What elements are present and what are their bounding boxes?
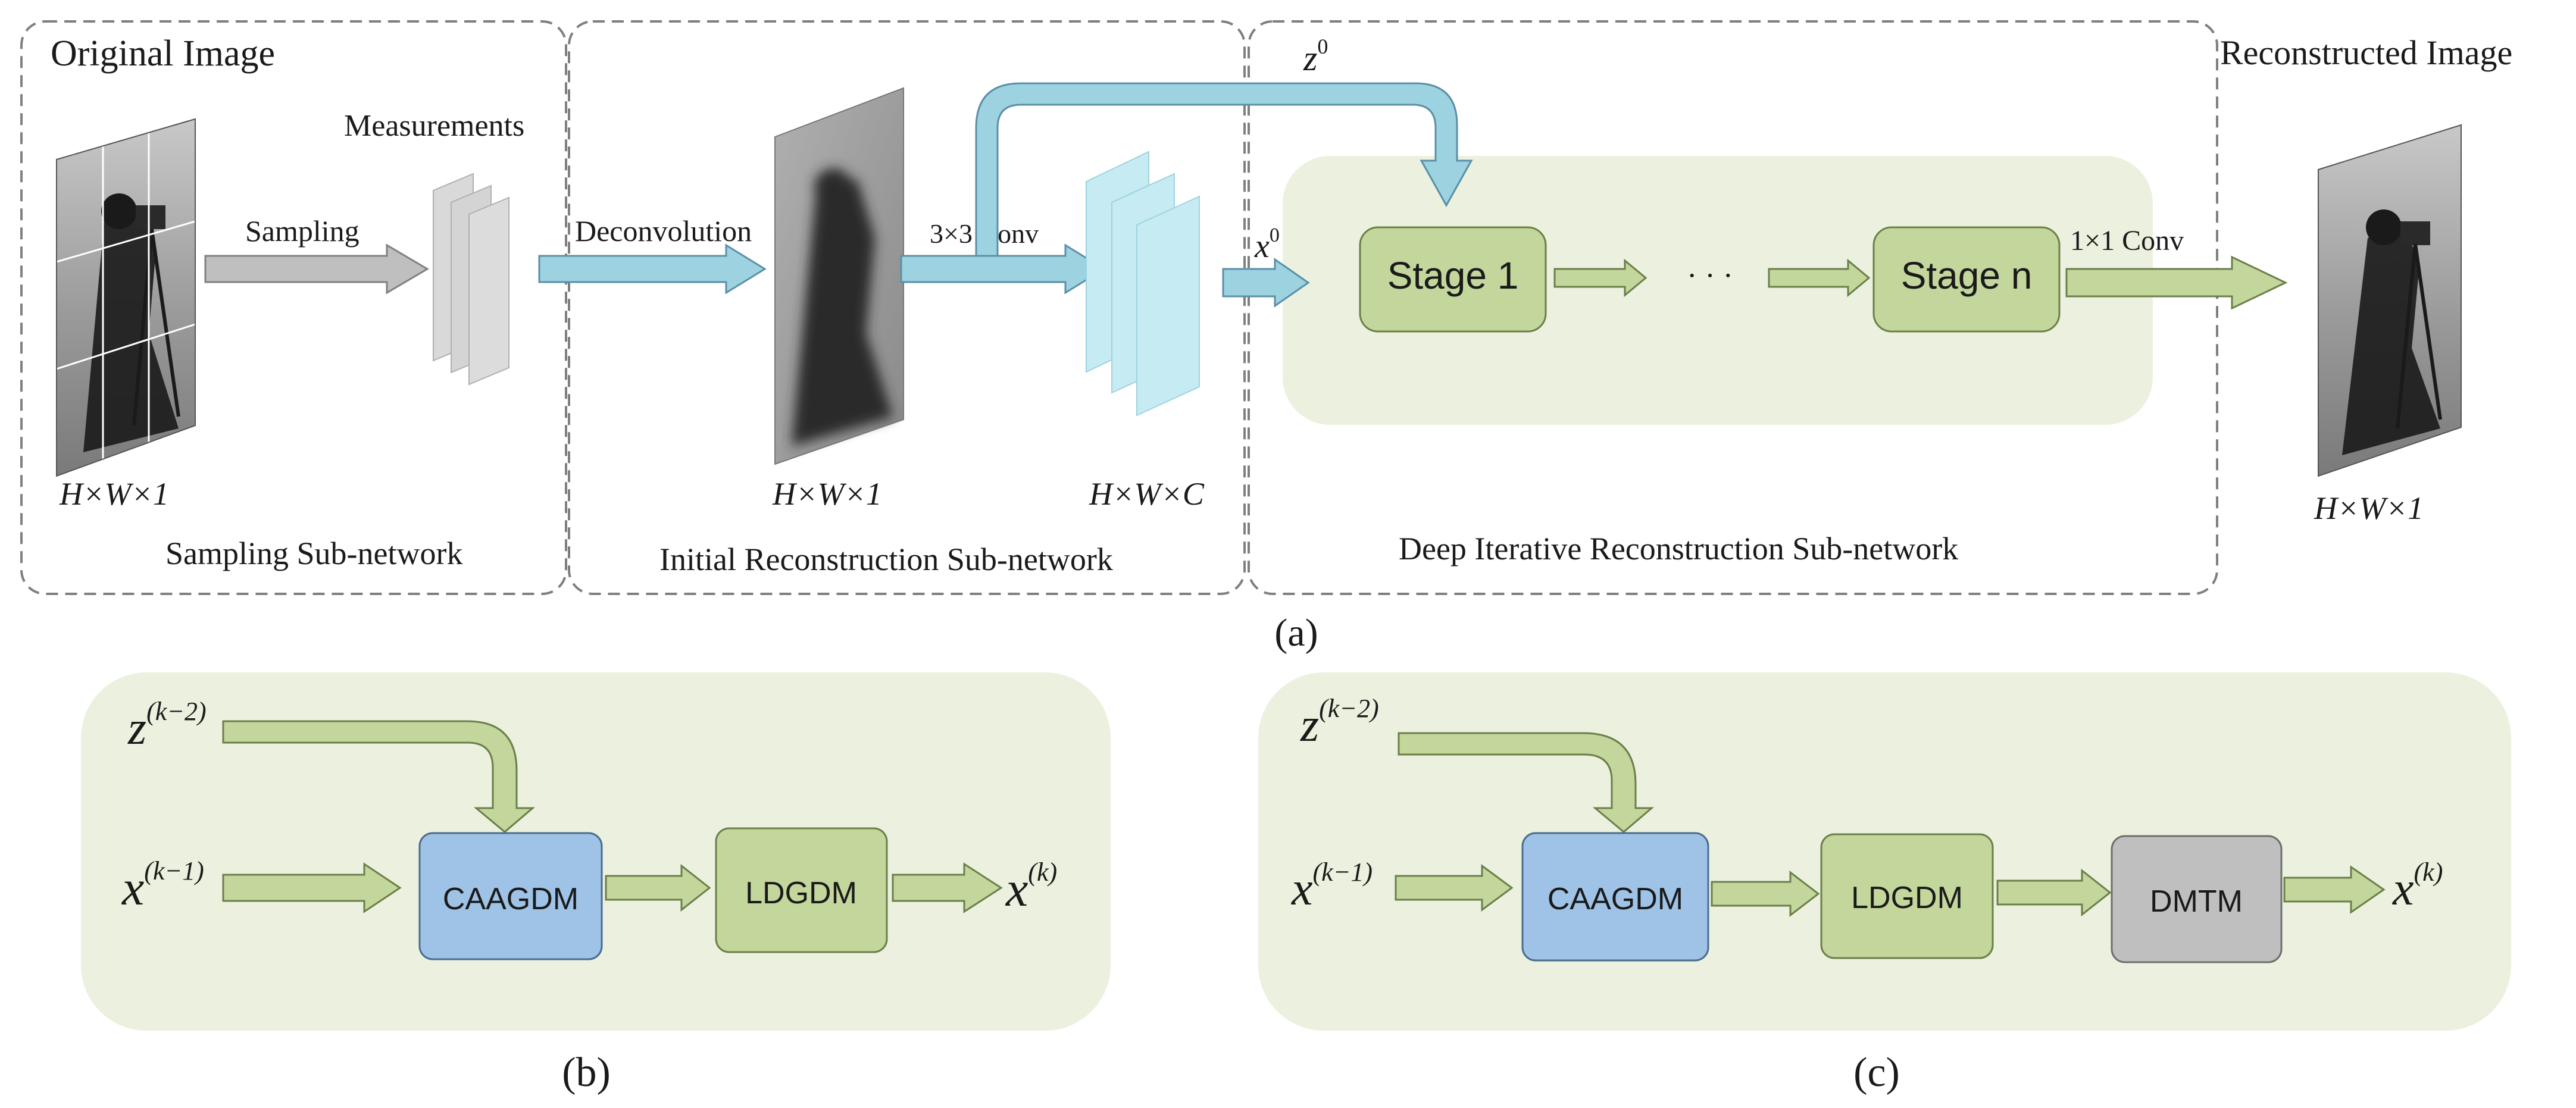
panel-a: Original Image Measurements Reconstructe…	[20, 20, 2512, 655]
sampling-arrow	[204, 243, 429, 295]
b-x-out-label: x(k)	[1005, 857, 1057, 917]
c-arrow-mid-1	[1711, 870, 1820, 918]
c-z-arrow	[1398, 732, 1655, 833]
b-arrow-out	[892, 862, 1003, 913]
b-z-label: z(k−2)	[127, 697, 207, 755]
ellipsis: · · ·	[1687, 259, 1733, 293]
c-x-in-arrow	[1395, 864, 1514, 912]
measurements-planes	[433, 173, 509, 386]
measurements-label: Measurements	[344, 109, 524, 143]
dim-original: H×W×1	[59, 476, 169, 512]
conv3-arrow	[900, 243, 1106, 295]
c-caagdm-box	[1521, 832, 1709, 962]
stage-arrow-2	[1768, 258, 1871, 298]
b-caagdm-box	[418, 832, 603, 960]
stage-n-box: Stage n	[1872, 226, 2061, 333]
c-arrow-mid-2	[1996, 868, 2112, 917]
stage-n-label: Stage n	[1901, 254, 2033, 297]
c-ldgdm-box	[1820, 833, 1994, 959]
c-z-label: z(k−2)	[1300, 694, 1379, 752]
z0-arrow	[975, 82, 1473, 257]
initial-image	[774, 87, 904, 465]
reconstructed-image-label: Reconstructed Image	[2220, 33, 2512, 72]
c-dmtm-box	[2111, 835, 2283, 963]
stage-1-box: Stage 1	[1359, 226, 1547, 333]
b-ldgdm-label: LDGDM	[745, 876, 857, 910]
c-dmtm-label: DMTM	[2150, 884, 2243, 919]
initial-subnet-frame	[568, 20, 1246, 595]
x0-arrow	[1222, 258, 1310, 308]
panel-b: z(k−2) x(k−1) CAAGDM LDGDM x(k) (b)	[81, 672, 1111, 1096]
dim-reconstructed: H×W×1	[2314, 490, 2424, 526]
conv1-label: 1×1 Conv	[2070, 225, 2184, 256]
conv1-arrow	[2065, 255, 2288, 310]
c-caagdm-label: CAAGDM	[1548, 882, 1683, 916]
sampling-label: Sampling	[245, 214, 359, 248]
z0-label: z0	[1303, 35, 1328, 78]
stage-arrow-1	[1553, 258, 1647, 298]
c-x-out-label: x(k)	[2392, 857, 2443, 915]
initial-subnet-label: Initial Reconstruction Sub-network	[659, 542, 1113, 577]
c-arrow-out	[2283, 865, 2386, 914]
caption-a: (a)	[1274, 611, 1318, 655]
stages-region	[1283, 156, 2153, 425]
stage-1-label: Stage 1	[1387, 254, 1519, 297]
deep-subnet-frame	[1248, 20, 2218, 595]
deconvolution-arrow	[538, 243, 767, 295]
sampling-subnet-label: Sampling Sub-network	[165, 536, 462, 571]
original-image-label: Original Image	[51, 33, 275, 74]
sampling-subnet-frame	[20, 20, 567, 595]
b-caagdm-label: CAAGDM	[443, 882, 579, 916]
caption-b: (b)	[562, 1050, 611, 1096]
caption-c: (c)	[1853, 1050, 1900, 1096]
x0-label: x0	[1254, 224, 1280, 265]
deep-subnet-label: Deep Iterative Reconstruction Sub-networ…	[1399, 531, 1958, 566]
b-x-in-arrow	[222, 862, 402, 913]
b-x-in-label: x(k−1)	[121, 856, 204, 916]
dim-features: H×W×C	[1089, 476, 1205, 512]
deconvolution-label: Deconvolution	[575, 214, 752, 248]
c-ldgdm-label: LDGDM	[1851, 881, 1963, 915]
panel-c: z(k−2) x(k−1) CAAGDM LDGDM DMTM x(k) (c)	[1258, 672, 2511, 1096]
c-x-in-label: x(k−1)	[1291, 857, 1373, 915]
b-z-arrow	[222, 720, 536, 833]
feature-maps	[1086, 151, 1200, 417]
reconstructed-image	[2318, 124, 2462, 477]
b-ldgdm-box	[715, 827, 888, 953]
dim-initial: H×W×1	[772, 476, 882, 512]
b-arrow-mid	[605, 863, 711, 912]
original-image	[56, 118, 196, 477]
